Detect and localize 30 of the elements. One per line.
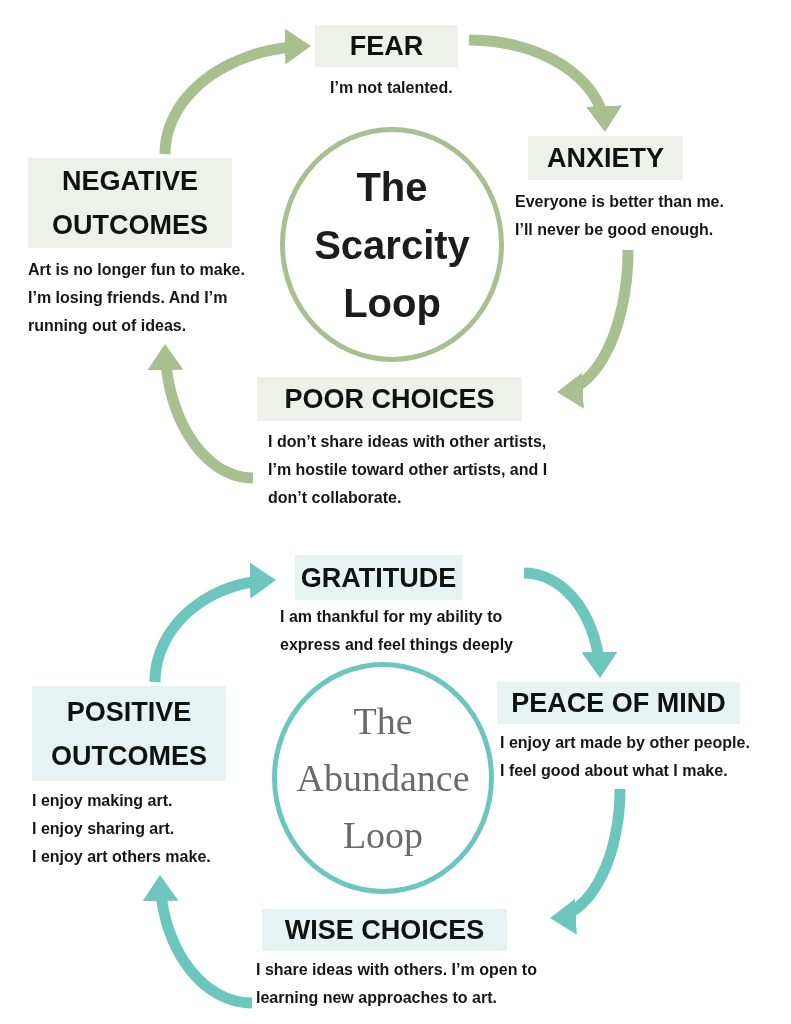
stage-description: I enjoy art others make. — [32, 847, 211, 867]
cycle-arrow — [159, 28, 312, 155]
stage-description: I’m not talented. — [330, 78, 453, 98]
stage-description: I enjoy making art. — [32, 791, 173, 811]
cycle-arrow — [142, 874, 253, 1009]
stage-description: I share ideas with others. I’m open to learning new approaches to art. — [256, 960, 538, 1008]
cycle-arrow — [468, 34, 622, 133]
stage-heading-band: POSITIVE OUTCOMES — [32, 686, 226, 781]
stage-description: I enjoy sharing art. — [32, 819, 175, 839]
stage-heading-band: FEAR — [315, 25, 458, 67]
cycle-arrow — [149, 562, 277, 683]
loop-circle — [280, 127, 504, 362]
stage-description: I don’t share ideas with other artists, I’m hostile toward other artists, and I don’t collaborate. — [268, 432, 549, 508]
stage-heading-band: PEACE OF MIND — [497, 682, 740, 724]
stage-heading-band: GRATITUDE — [295, 555, 462, 600]
cycle-arrow — [549, 788, 626, 935]
stage-description: I enjoy art made by other people. I feel good about what I make. — [500, 733, 751, 781]
cycle-arrow — [556, 249, 634, 409]
stage-description: Art is no longer fun to make. I’m losing friends. And I’m running out of ideas. — [28, 260, 246, 336]
stage-description: Everyone is better than me. I’ll never be good enough. — [515, 192, 725, 240]
stage-heading-band: ANXIETY — [528, 136, 683, 180]
stage-heading-band: NEGATIVE OUTCOMES — [28, 158, 232, 248]
loop-title: The Abundance Loop — [295, 698, 471, 858]
loop-circle — [272, 662, 494, 894]
stage-description: I am thankful for my ability to express and feel things deeply — [280, 607, 514, 655]
cycle-arrow — [147, 343, 254, 484]
stage-heading-band: POOR CHOICES — [257, 377, 522, 421]
stage-heading-band: WISE CHOICES — [262, 909, 507, 951]
cycle-arrow — [523, 567, 618, 679]
loop-title: The Scarcity Loop — [313, 163, 471, 327]
